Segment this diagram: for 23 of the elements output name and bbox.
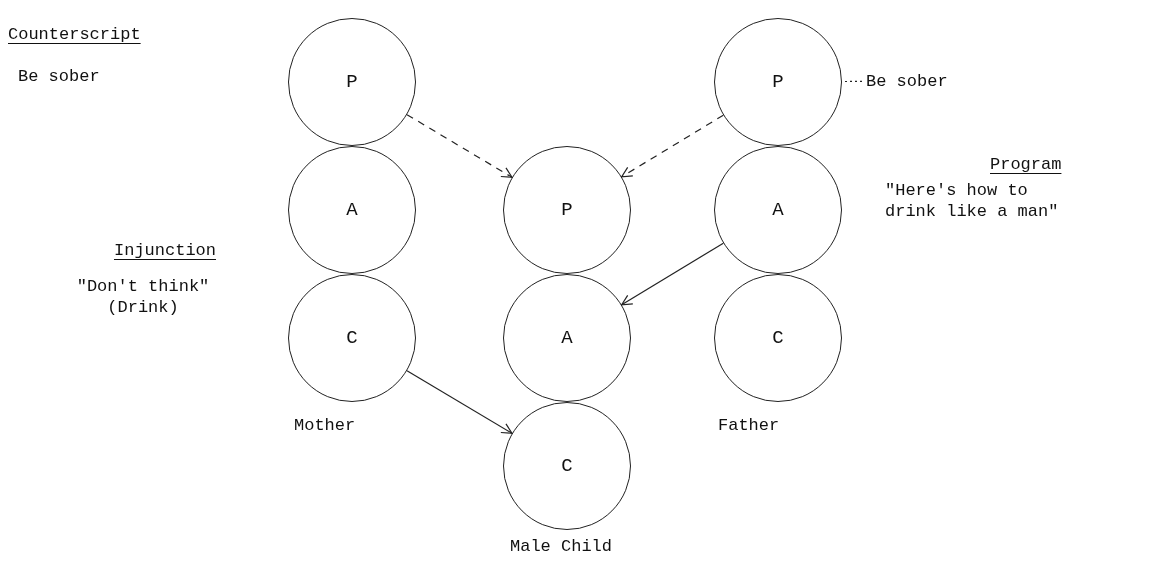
heading-label: Program: [990, 154, 1063, 176]
text-label: "Here's how to drink like a man": [885, 180, 1060, 223]
dashed-arrow: [406, 114, 513, 178]
arrow: [621, 242, 724, 306]
dashed-arrow: [621, 114, 724, 178]
ego-state-letter: A: [772, 199, 784, 221]
ego-state-letter: C: [346, 327, 358, 349]
ego-state-letter: C: [772, 327, 784, 349]
text-label: Be sober: [18, 66, 101, 88]
ego-state-letter: P: [772, 71, 784, 93]
ego-state-letter: C: [561, 455, 573, 477]
text-label: "Don't think" (Drink): [75, 276, 211, 319]
text-label: Mother: [294, 415, 357, 437]
heading-label: Counterscript: [8, 24, 142, 46]
ego-state-letter: P: [346, 71, 358, 93]
arrow: [406, 370, 513, 434]
ego-state-letter: A: [561, 327, 573, 349]
ego-state-letter: A: [346, 199, 358, 221]
heading-label: Injunction: [113, 240, 217, 262]
ego-state-letter: P: [561, 199, 573, 221]
message-text: Be sober: [866, 68, 962, 94]
text-label: Father: [718, 415, 781, 437]
text-label: Male Child: [510, 536, 614, 558]
